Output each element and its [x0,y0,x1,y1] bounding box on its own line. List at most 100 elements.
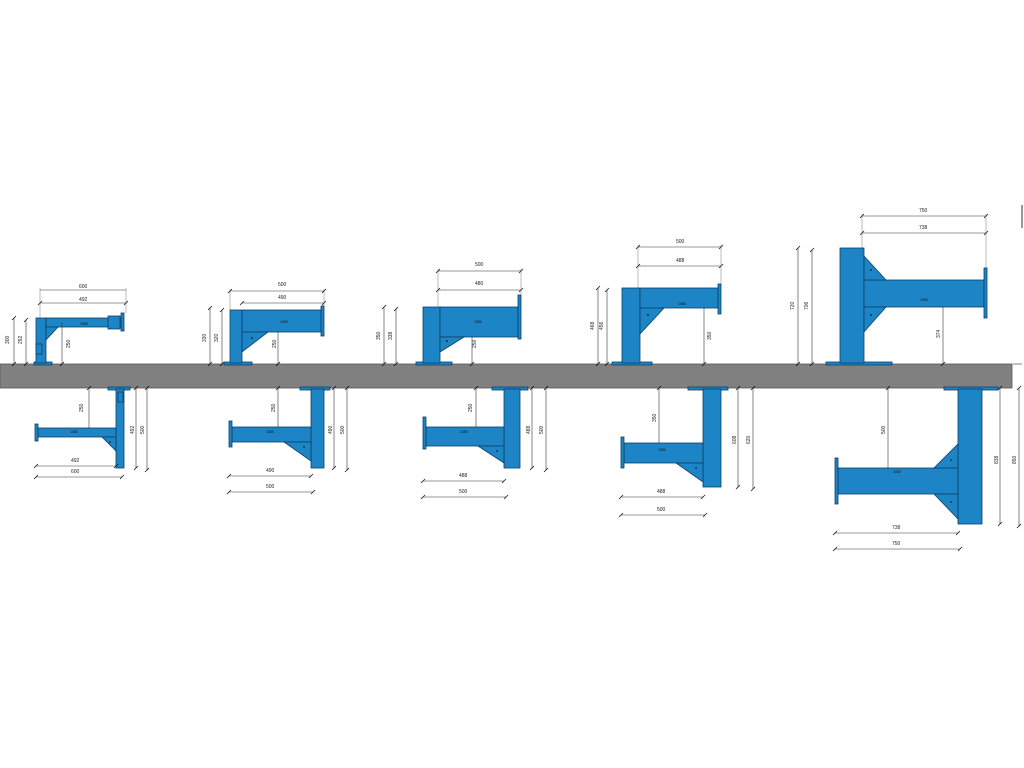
bracket-top-1: 1050 600 492 300 292 250 [5,284,129,367]
dim-top-outer: 500 [278,282,287,288]
gusset [45,326,59,342]
dim-arm-height: 374 [936,329,942,338]
bracket-top-5: 1050 750 738 720 706 374 [790,208,989,367]
dim-top-outer: 750 [919,208,928,214]
dim-bottom-inner: 488 [459,473,468,479]
tag-label: 1050 [460,430,468,434]
dim-height-outer: 350 [376,331,382,340]
gusset-top [933,443,959,469]
dim-top-inner: 492 [79,297,88,303]
column [422,306,441,364]
gusset [439,336,466,353]
tag-label: 1050 [70,430,78,434]
arm [623,442,704,464]
column [35,317,47,364]
dim-height-inner: 492 [130,425,136,434]
gusset [241,331,270,353]
dim-height-inner: 706 [804,301,810,310]
tag-label: 1050 [80,322,88,326]
tag-label: 1050 [280,320,288,324]
dim-height-inner: 488 [526,425,532,434]
dim-arm-height: 250 [272,339,278,348]
stiffener [35,343,43,355]
column [839,247,865,364]
gusset-top [863,254,887,281]
tag-label: 1050 [474,320,482,324]
dim-bottom-outer: 600 [71,469,80,475]
bracket-bottom-3: 1050 250 488 500 488 500 [420,385,549,500]
dim-height-inner: 838 [994,455,1000,464]
column [621,287,641,364]
tag-label: 1050 [678,302,686,306]
brace-plate [107,315,121,330]
dim-bottom-outer: 500 [266,484,275,490]
column [310,388,325,469]
column [957,388,983,525]
dim-arm-depth: 250 [271,403,277,412]
dim-arm-height: 250 [472,339,478,348]
dim-bottom-inner: 738 [892,525,901,531]
dim-bottom-inner: 492 [71,458,80,464]
dim-height-inner: 292 [18,335,24,344]
dim-height-inner: 608 [732,435,738,444]
tag-label: 1050 [893,470,901,474]
dim-arm-height: 350 [707,331,713,340]
dim-top-outer: 500 [676,239,685,245]
dim-arm-height: 250 [66,339,72,348]
dim-height-outer: 500 [140,425,146,434]
column [229,309,243,364]
dim-arm-depth: 350 [652,413,658,422]
gusset [674,462,704,483]
gusset-bottom [863,306,887,334]
dim-height-inner: 338 [388,331,394,340]
dim-height-outer: 500 [340,425,346,434]
bracket-top-3: 1050 500 480 350 338 250 [376,262,524,367]
tag-label: 1050 [266,430,274,434]
concrete-beam [0,363,1013,389]
arm [439,306,519,338]
dim-height-outer: 620 [746,435,752,444]
dim-height-outer: 330 [202,333,208,342]
arm [863,279,985,308]
dim-height-outer: 850 [1012,455,1018,464]
gusset-bottom [933,493,959,520]
dim-height-outer: 500 [539,425,545,434]
tag-label: 1050 [920,298,928,302]
dim-height-outer: 300 [5,335,11,344]
dim-top-inner: 488 [676,258,685,264]
dim-arm-depth: 250 [79,403,85,412]
dim-arm-depth: 250 [468,403,474,412]
dim-bottom-outer: 750 [892,541,901,547]
dim-top-inner: 480 [475,281,484,287]
stiffener [117,391,124,403]
dim-top-outer: 500 [475,262,484,268]
bracket-bottom-2: 1050 250 490 500 490 500 [226,385,350,495]
gusset [101,436,117,452]
dim-bottom-outer: 500 [657,507,666,513]
column [503,388,521,469]
dim-bottom-inner: 488 [657,489,666,495]
gusset [476,445,505,464]
tag-label: 1050 [658,448,666,452]
bracket-top-2: 1050 500 490 330 320 250 [202,282,327,367]
dim-top-inner: 738 [919,225,928,231]
dim-top-inner: 490 [278,295,287,301]
bracket-bottom-4: 1050 350 488 500 608 620 [618,385,756,518]
gusset [639,307,665,336]
bracket-bottom-5: 1050 500 738 750 838 850 [832,385,1022,552]
end-plate [120,312,125,332]
dim-arm-depth: 500 [881,425,887,434]
dim-height-outer: 468 [590,321,596,330]
dim-height-inner: 490 [328,425,334,434]
bracket-top-4: 1050 500 488 468 456 350 [590,239,724,367]
dim-height-inner: 456 [599,321,605,330]
dim-bottom-outer: 500 [459,489,468,495]
dim-top-outer: 600 [79,284,88,290]
gusset [282,441,312,462]
dim-height-inner: 320 [214,333,220,342]
bracket-bottom-1: 1050 250 492 600 492 500 [33,385,150,480]
dim-bottom-inner: 490 [266,468,275,474]
column [702,388,722,488]
dim-height-outer: 720 [790,301,796,310]
